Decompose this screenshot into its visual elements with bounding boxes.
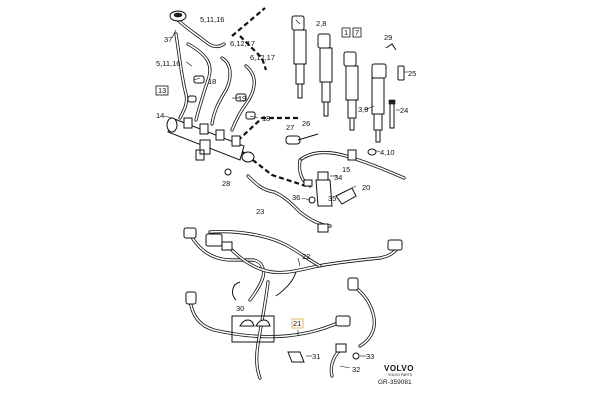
- brackets-34-35-36: [303, 171, 357, 207]
- label-23: 23: [256, 207, 264, 216]
- label-32: 32: [352, 365, 360, 374]
- small-parts-right: [367, 43, 405, 156]
- label-18-a: 18: [208, 77, 216, 86]
- injector-4: [371, 63, 387, 143]
- cap-part-37: [169, 10, 187, 22]
- parts-26-27: [285, 133, 319, 145]
- label-15: 15: [342, 165, 350, 174]
- label-36: 36: [292, 193, 300, 202]
- label-6-12-17-a: 6,12,17: [230, 39, 255, 48]
- injectors: [291, 15, 387, 143]
- return-pipe-20: [297, 149, 406, 188]
- fuel-hoses-lower: [188, 230, 400, 380]
- injector-pipes: [174, 18, 256, 132]
- label-24: 24: [400, 106, 408, 115]
- label-7-box: [352, 27, 362, 38]
- label-22: 22: [302, 252, 310, 261]
- label-34: 34: [334, 173, 342, 182]
- label-5-11-16-top: 5,11,16: [200, 15, 224, 24]
- hose-connectors: [183, 223, 403, 327]
- label-25: 25: [408, 69, 416, 78]
- label-19: 19: [238, 94, 246, 103]
- label-5-11-16-left: 5,11,16: [156, 59, 180, 68]
- label-3-9: 3,9: [358, 105, 368, 114]
- brand-logo: VOLVO: [384, 364, 414, 373]
- brand-sub: VOLVO PARTS: [388, 373, 413, 377]
- injector-1: [291, 15, 307, 99]
- label-7: 7: [355, 28, 359, 37]
- label-21-highlight: [291, 318, 304, 329]
- label-13: 13: [158, 86, 166, 95]
- label-35: 35: [328, 194, 336, 203]
- label-14: 14: [156, 111, 164, 120]
- brand-block: VOLVO VOLVO PARTS GR-359081: [378, 364, 414, 386]
- injector-3: [343, 51, 359, 131]
- fuel-rail: [166, 117, 255, 163]
- label-2-8: 2,8: [316, 19, 326, 28]
- label-30: 30: [236, 304, 244, 313]
- callout-labels: 37 5,11,16 2,8 1 7 29 6,12,17 6,12,17 5,…: [155, 15, 416, 374]
- hose-23: [246, 174, 332, 228]
- reference-number: GR-359081: [378, 379, 412, 386]
- parts-15-28: [195, 149, 232, 176]
- label-21: 21: [293, 319, 301, 328]
- injector-2: [317, 33, 333, 117]
- label-1-box: [341, 27, 351, 38]
- label-27: 27: [286, 123, 294, 132]
- label-28: 28: [222, 179, 230, 188]
- parts-31-32-33: [287, 343, 360, 378]
- label-29: 29: [384, 33, 392, 42]
- label-31: 31: [312, 352, 320, 361]
- label-18-b: 18: [262, 114, 270, 123]
- label-6-12-17-b: 6,12,17: [250, 53, 275, 62]
- label-37: 37: [164, 35, 172, 44]
- dashed-separator-lines: [231, 7, 307, 188]
- label-4-10: 4,10: [380, 148, 395, 157]
- label-33: 33: [366, 352, 374, 361]
- label-13-box: [155, 85, 169, 96]
- label-1: 1: [344, 28, 348, 37]
- label-20: 20: [362, 183, 370, 192]
- label-26: 26: [302, 119, 310, 128]
- leader-lines: [163, 19, 408, 369]
- pipe-clamps: [187, 75, 256, 120]
- clip-detail-30: [231, 271, 297, 343]
